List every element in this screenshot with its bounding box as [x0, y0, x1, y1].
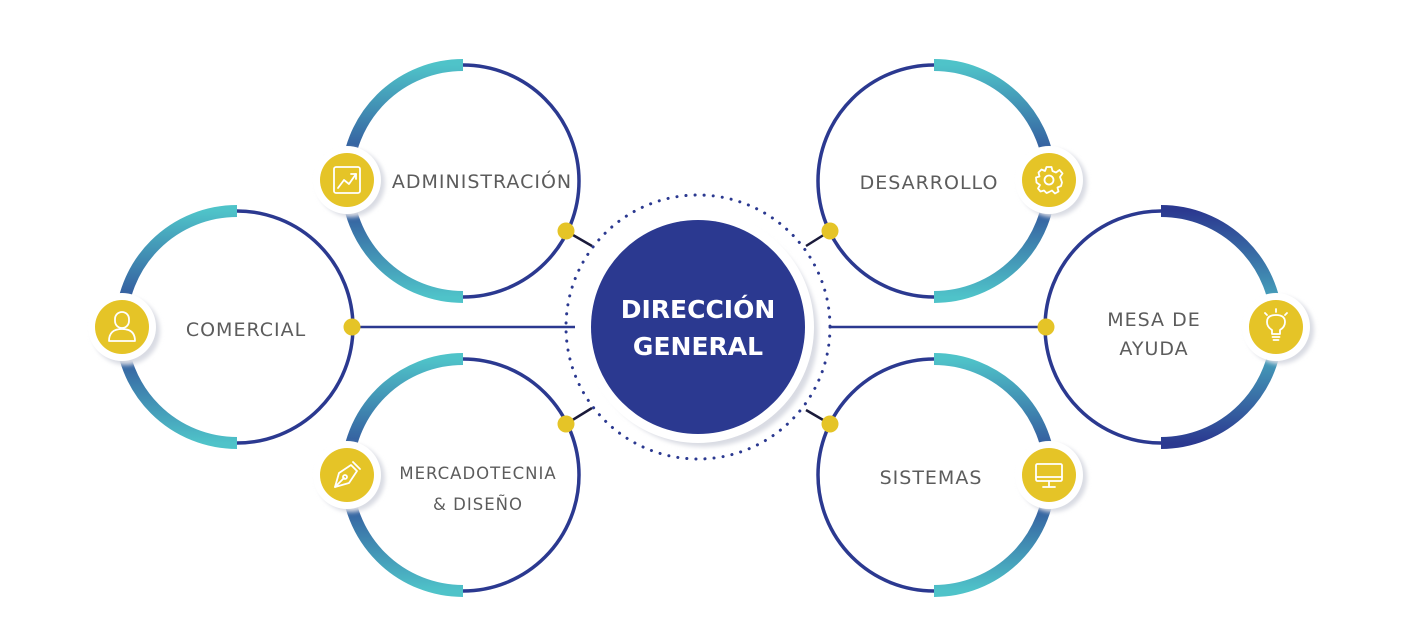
- label-mesa-line2: AYUDA: [1119, 338, 1188, 360]
- connector-dot: [821, 222, 839, 240]
- center-dotted-ring: [564, 193, 832, 461]
- chart-line-icon: [333, 166, 361, 194]
- icon-disc: [1022, 448, 1076, 502]
- pen-nib-icon: [334, 461, 361, 488]
- label-comercial: COMERCIAL: [186, 319, 306, 341]
- gear-icon: [1035, 166, 1064, 195]
- monitor-icon: [1035, 463, 1063, 488]
- label-mesa-line1: MESA DE: [1107, 309, 1200, 331]
- lightbulb-icon: [1264, 308, 1288, 341]
- center-disc: [591, 220, 805, 434]
- icon-disc: [95, 300, 149, 354]
- connector-dot: [557, 222, 575, 240]
- center-title-line1: DIRECCIÓN: [621, 294, 776, 324]
- user-icon: [108, 311, 136, 342]
- connector-dot: [557, 415, 575, 433]
- label-mercadotecnia-line2: & DISEÑO: [433, 495, 523, 514]
- connector-dot: [343, 318, 361, 336]
- node-mercadotecnia: MERCADOTECNIA & DISEÑO: [313, 353, 581, 597]
- icon-disc: [1249, 300, 1303, 354]
- label-desarrollo: DESARROLLO: [860, 172, 999, 194]
- ring-arc-thin: [816, 63, 935, 299]
- ring-arc-thin: [462, 63, 581, 299]
- node-mesa-de-ayuda: MESA DE AYUDA: [1037, 205, 1314, 449]
- label-mercadotecnia-line1: MERCADOTECNIA: [399, 464, 556, 483]
- icon-disc: [1022, 153, 1076, 207]
- label-sistemas: SISTEMAS: [880, 467, 983, 489]
- connector-dot: [821, 415, 839, 433]
- ring-arc-thin: [462, 357, 581, 593]
- center-node: DIRECCIÓN GENERAL: [564, 193, 832, 461]
- node-administracion: ADMINISTRACIÓN: [313, 59, 581, 303]
- ring-arc-thin: [816, 357, 935, 593]
- icon-disc: [320, 153, 374, 207]
- label-administracion: ADMINISTRACIÓN: [392, 169, 572, 193]
- node-comercial: COMERCIAL: [88, 205, 361, 449]
- node-desarrollo: DESARROLLO: [816, 59, 1087, 303]
- connector-dot: [1037, 318, 1055, 336]
- node-sistemas: SISTEMAS: [816, 353, 1087, 597]
- center-title-line2: GENERAL: [633, 332, 763, 361]
